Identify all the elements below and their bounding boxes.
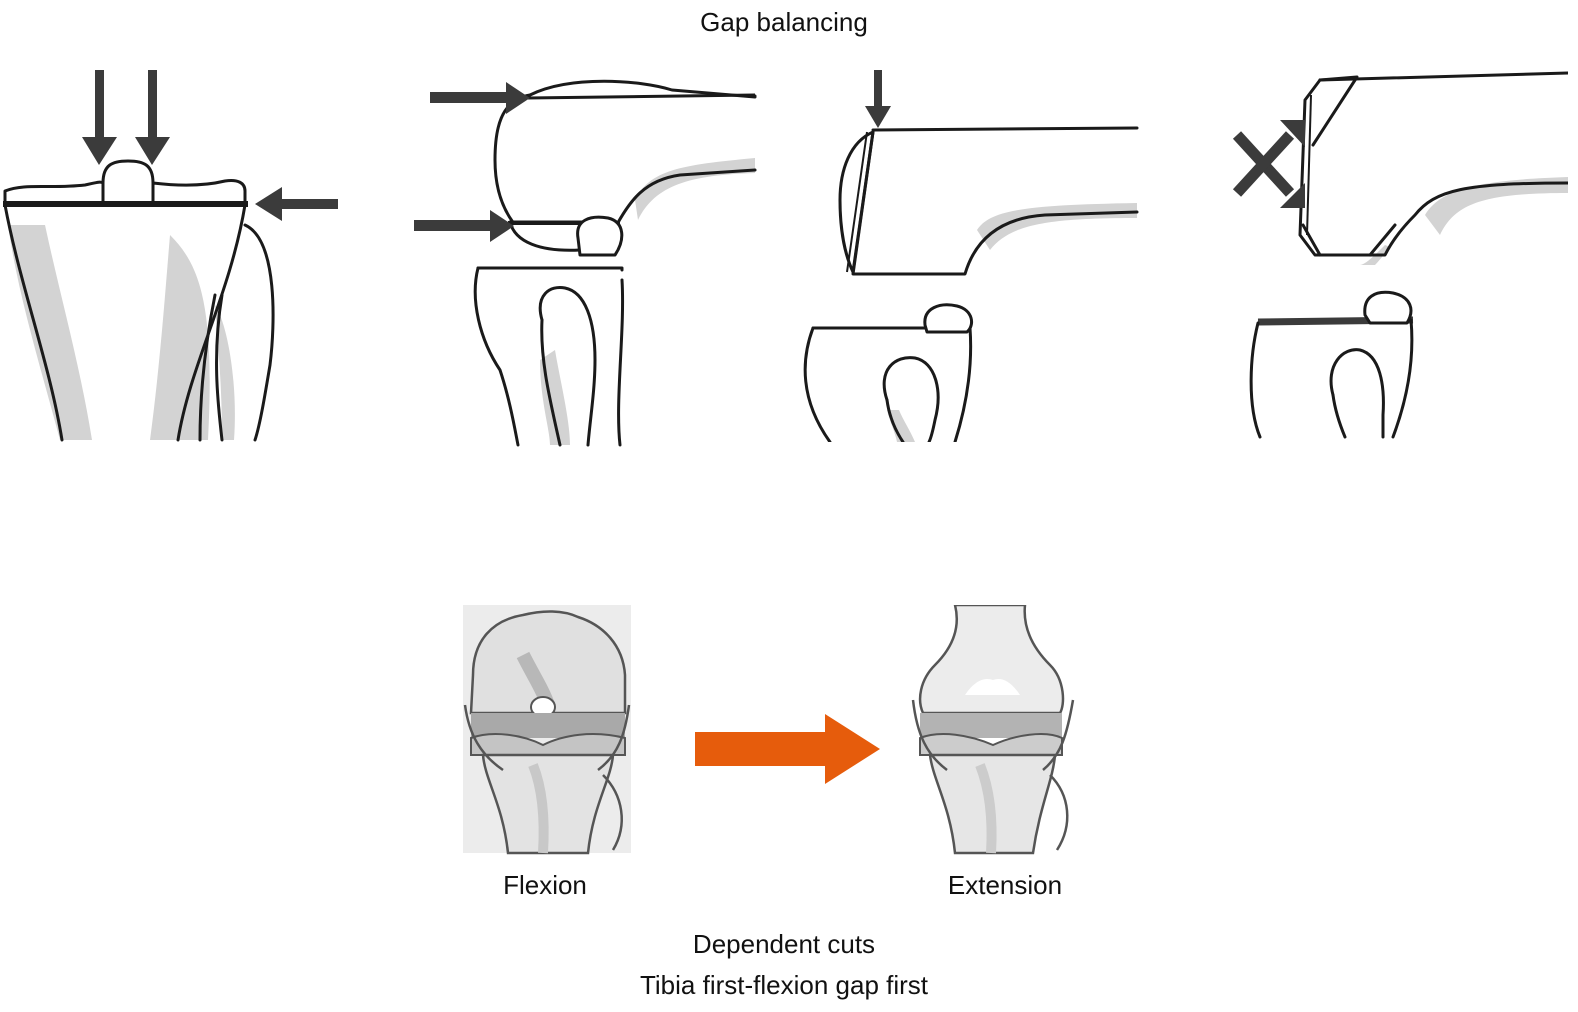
down-arrow-icon [82, 70, 117, 165]
femur-anterior-cut-panel [795, 70, 1145, 442]
knee-flexion-illustration [463, 605, 633, 855]
cross-arrows-icon [1237, 120, 1305, 208]
femur-lateral-panel [410, 70, 760, 450]
caption-line-2: Tibia first-flexion gap first [0, 970, 1568, 1000]
flexion-label: Flexion [470, 870, 620, 900]
knee-extension-illustration [905, 605, 1080, 855]
orange-right-arrow-icon [690, 712, 885, 787]
diagram-title: Gap balancing [0, 7, 1568, 37]
tibia-cut-panel [0, 65, 345, 445]
down-arrow-icon [135, 70, 170, 165]
femur-chamfer-cut-panel [1225, 65, 1568, 442]
right-arrow-icon [430, 82, 530, 114]
down-arrow-icon [865, 70, 891, 128]
left-arrow-icon [255, 187, 338, 221]
extension-label: Extension [920, 870, 1090, 900]
right-arrow-icon [414, 210, 514, 242]
caption-line-1: Dependent cuts [0, 929, 1568, 959]
